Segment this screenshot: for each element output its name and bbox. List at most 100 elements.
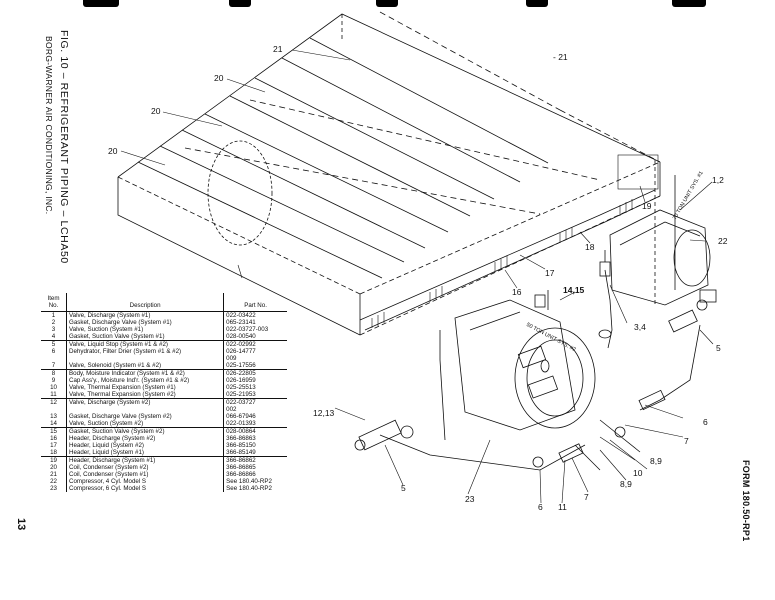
part-no-cell: 028-00540 bbox=[226, 333, 256, 340]
description-cell: Coil, Condenser (System #2) bbox=[66, 464, 225, 471]
table-row: 10 Valve, Thermal Expansion (System #1)02… bbox=[41, 384, 287, 391]
company-name: BORG-WARNER AIR CONDITIONING, INC. bbox=[44, 36, 54, 215]
description-cell: Coil, Condenser (System #1) bbox=[66, 471, 225, 478]
part-no-cell: 065-23141 bbox=[226, 319, 256, 326]
description-cell: Valve, Discharge (System #2) bbox=[66, 398, 225, 406]
part-no-cell: 026-16959 bbox=[226, 377, 256, 384]
callout-label: 8,9 bbox=[620, 479, 632, 489]
description-cell: Valve, Discharge (System #1) bbox=[66, 311, 225, 319]
description-cell: Gasket, Suction Valve (System #2) bbox=[66, 427, 225, 435]
item-no-cell: 15 bbox=[41, 427, 67, 435]
compressor-4-cyl bbox=[609, 209, 711, 306]
description-cell: Gasket, Discharge Valve (System #1) bbox=[66, 319, 225, 326]
description-cell: Dehydrator, Filter Drier (System #1 & #2… bbox=[66, 348, 225, 355]
item-no-cell: 23 bbox=[50, 485, 57, 492]
callout-label: 3,4 bbox=[634, 322, 646, 332]
part-no-cell: 026-14777 bbox=[226, 348, 256, 355]
binder-tab bbox=[672, 0, 706, 7]
condenser-coil-assembly bbox=[117, 11, 661, 336]
description-cell: Header, Liquid (System #1) bbox=[66, 449, 225, 457]
item-no-cell: 19 bbox=[41, 456, 67, 464]
figure-title: FIG. 10 – REFRIGERANT PIPING – LCHA50 bbox=[58, 30, 70, 264]
description-cell: Header, Discharge (System #2) bbox=[66, 435, 225, 442]
item-no-cell: 22 bbox=[50, 478, 57, 485]
description-cell: Compressor, 6 Cyl. Model S bbox=[66, 485, 225, 492]
item-no-cell: 7 bbox=[51, 362, 56, 369]
callout-label: 7 bbox=[584, 492, 589, 502]
part-no-cell: 022-03727 bbox=[223, 398, 287, 406]
item-no-cell: 20 bbox=[50, 464, 57, 471]
callout-label: 19 bbox=[642, 201, 652, 211]
description-cell: Body, Moisture Indicator (System #1 & #2… bbox=[66, 369, 225, 377]
item-no-cell: 13 bbox=[50, 413, 57, 420]
item-no-cell: 1 bbox=[41, 311, 67, 319]
description-cell: Valve, Thermal Expansion (System #1) bbox=[66, 384, 225, 391]
description-cell: Gasket, Suction Valve (System #1) bbox=[66, 333, 225, 341]
item-no-cell: 2 bbox=[51, 319, 56, 326]
part-no-cell: 026-22805 bbox=[223, 369, 287, 377]
part-no-cell: 009 bbox=[226, 355, 237, 362]
part-no-cell: 366-85150 bbox=[226, 442, 256, 449]
binder-tab bbox=[526, 0, 548, 7]
callout-label: 20 bbox=[214, 73, 224, 83]
part-no-cell: 022-03422 bbox=[223, 311, 287, 319]
part-no-cell: 002 bbox=[226, 406, 237, 413]
valves-and-fittings bbox=[354, 250, 717, 468]
callout-label: 7 bbox=[684, 436, 689, 446]
description-cell: Gasket, Discharge Valve (System #2) bbox=[66, 413, 225, 420]
callout-label: 18 bbox=[585, 242, 595, 252]
leader-lines bbox=[120, 49, 714, 504]
part-no-cell: 025-25513 bbox=[226, 384, 256, 391]
description-cell: Valve, Suction (System #1) bbox=[66, 326, 225, 333]
description-cell: Valve, Liquid Stop (System #1 & #2) bbox=[66, 340, 225, 348]
callout-label: 12,13 bbox=[313, 408, 335, 418]
table-row: 7 Valve, Solenoid (System #1 & #2)025-175… bbox=[41, 362, 287, 370]
table-row: 2 Gasket, Discharge Valve (System #1)065-… bbox=[41, 319, 287, 326]
part-no-cell: 025-17556 bbox=[226, 362, 256, 369]
description-cell: Valve, Suction (System #2) bbox=[66, 420, 225, 428]
binder-tab bbox=[376, 0, 398, 7]
description-cell: Header, Liquid (System #2) bbox=[66, 442, 225, 449]
item-no-cell: 21 bbox=[50, 471, 57, 478]
callout-label: 8,9 bbox=[650, 456, 662, 466]
binder-tab bbox=[83, 0, 119, 7]
part-no-cell: 366-85149 bbox=[226, 449, 256, 456]
item-no-cell: 3 bbox=[51, 326, 56, 333]
part-no-cell: 028-00864 bbox=[223, 427, 287, 435]
part-no-cell: 366-86862 bbox=[223, 456, 287, 464]
callout-label: 17 bbox=[545, 268, 555, 278]
item-no-cell: 11 bbox=[50, 391, 57, 398]
callout-label: 6 bbox=[538, 502, 543, 512]
refrigerant-lines bbox=[379, 160, 701, 471]
callout-label: 10 bbox=[633, 468, 643, 478]
callout-label: 22 bbox=[718, 236, 728, 246]
description-cell: Header, Discharge (System #1) bbox=[66, 456, 225, 464]
description-cell: Valve, Solenoid (System #1 & #2) bbox=[66, 362, 225, 370]
compressor-6-cyl bbox=[454, 299, 596, 431]
item-no-cell: 10 bbox=[50, 384, 57, 391]
part-no-header: Part No. bbox=[223, 293, 287, 312]
item-no-cell: 6 bbox=[51, 348, 56, 355]
description-header: Description bbox=[66, 293, 225, 312]
item-no-cell: 14 bbox=[50, 420, 57, 427]
form-number: FORM 180.50-RP1 bbox=[741, 460, 751, 542]
binder-tab bbox=[229, 0, 251, 7]
callout-label: 16 bbox=[512, 287, 522, 297]
description-cell: Valve, Thermal Expansion (System #2) bbox=[66, 391, 225, 399]
item-no-header: Item No. bbox=[41, 293, 67, 312]
part-no-cell: 022-01393 bbox=[226, 420, 256, 427]
table-header-row: Item No. Description Part No. bbox=[41, 293, 287, 312]
